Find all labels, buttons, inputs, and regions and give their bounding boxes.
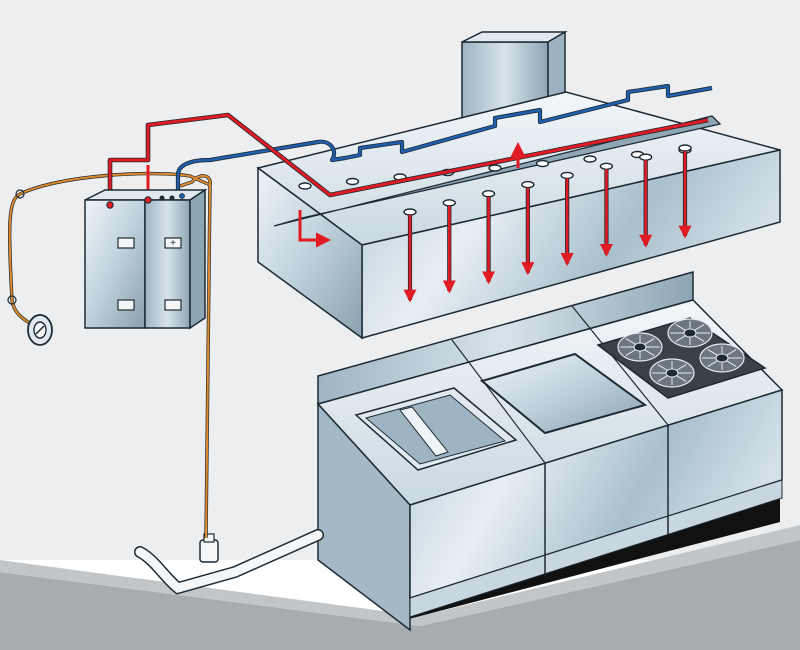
discharge-arrow [560,171,574,267]
gas-supply-pipe [134,529,324,595]
burner-icon [699,343,745,373]
nozzle-icon [488,164,502,172]
unit-divider [571,305,669,426]
cabinet-window [117,299,135,311]
nozzle-icon [345,177,360,186]
nozzle-icon [298,182,312,190]
unit-divider [451,339,546,464]
cabinet-port [169,195,175,201]
discharge-arrows [403,144,692,303]
burner-icon [649,358,695,388]
nozzle-icon [535,159,550,168]
discharge-arrow [403,208,417,303]
valve-icon[interactable] [199,533,219,563]
fryer-divider [399,406,449,457]
range-burners [596,317,767,399]
cabinet-window [164,299,182,311]
cabinet-side [189,188,206,330]
detection-line [175,83,713,196]
suppression-line [107,112,709,248]
griddle-unit [479,352,648,435]
cabinet-window [117,237,135,249]
cabinet-port [106,201,114,209]
hood-left-side [257,166,363,340]
griddle-plate [479,352,648,435]
discharge-arrow [639,153,653,248]
cooking-line [316,271,784,632]
floor [0,540,800,650]
nozzle-icon [583,155,597,163]
gas-shutoff-cable [7,171,212,539]
floor-edge [0,525,800,626]
burner-icon [667,318,713,348]
cabinet-icon[interactable]: + [84,188,208,330]
fryer-unit [354,387,518,471]
cabinet-port [144,196,152,204]
discharge-arrow [521,180,535,276]
cabinet-window [164,237,182,249]
discharge-arrow [599,162,614,257]
cabinet-port [179,193,185,199]
burner-icon [617,332,663,362]
pull-station-icon[interactable] [27,314,53,346]
fryer-well [364,394,507,465]
cabinet-front-left [84,199,146,329]
discharge-arrow [678,144,692,239]
discharge-arrow [442,199,456,294]
counter-front-lower [409,479,783,618]
panel-label: + [170,238,176,249]
cabinet-port [159,195,165,201]
discharge-arrow [481,190,496,285]
counter-left-side [317,402,411,632]
